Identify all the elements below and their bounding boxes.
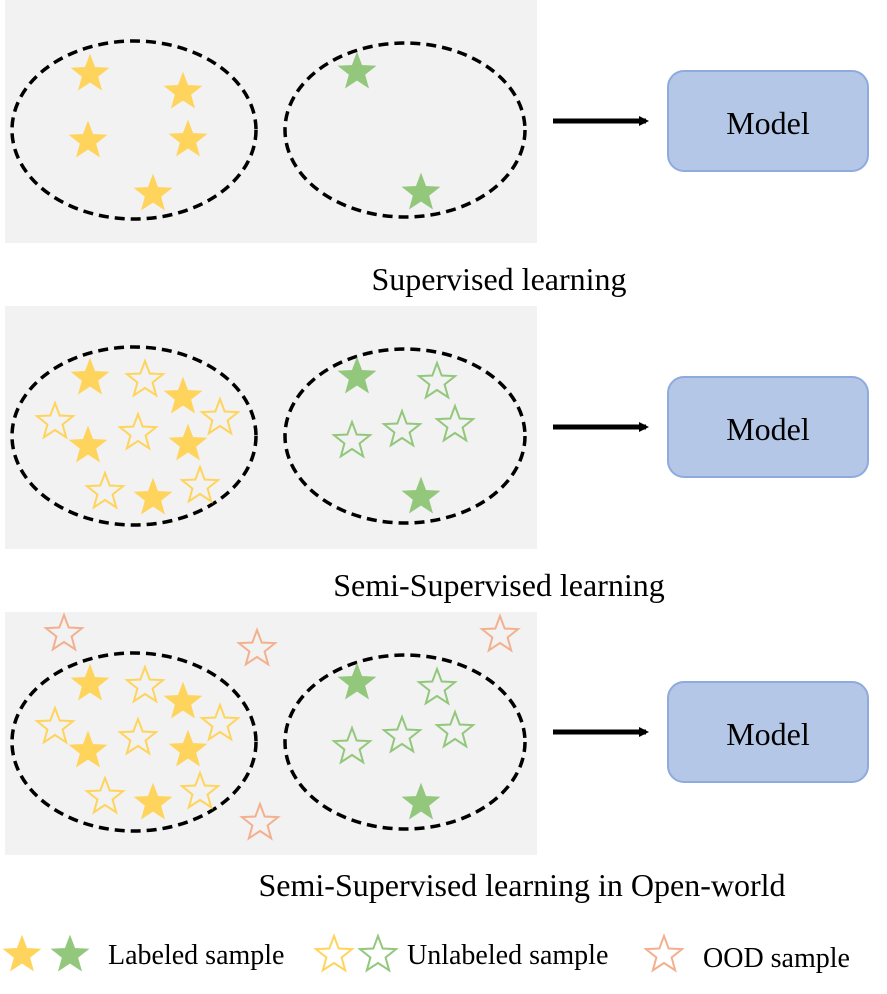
labeled-star-class-b xyxy=(337,356,377,394)
class-b-cluster xyxy=(283,653,527,831)
labeled-star-class-a xyxy=(68,120,108,158)
stars-layer xyxy=(68,51,441,211)
class-b-cluster xyxy=(283,347,527,525)
unlabeled-star-class-b xyxy=(416,666,458,706)
stars-layer xyxy=(34,612,521,841)
unlabeled-star-class-b xyxy=(381,408,423,448)
ood-star xyxy=(479,613,521,653)
unlabeled-star-class-a xyxy=(179,770,221,810)
labeled-star-class-b xyxy=(337,662,377,700)
labeled-star-class-a xyxy=(133,173,173,211)
unlabeled-star-class-a xyxy=(84,775,126,815)
class-a-cluster xyxy=(10,39,258,221)
class-b-cluster xyxy=(283,41,527,219)
labeled-star-class-a xyxy=(68,425,108,463)
panel-caption: Semi-Supervised learning in Open-world xyxy=(259,867,786,903)
legend: Labeled sample Unlabeled sample OOD samp… xyxy=(2,933,850,974)
legend-unlabeled-star-yellow xyxy=(313,933,355,973)
unlabeled-star-class-a xyxy=(117,716,159,756)
labeled-star-class-a xyxy=(70,357,110,395)
legend-labeled-star-yellow xyxy=(2,934,42,972)
unlabeled-star-class-a xyxy=(179,464,221,504)
labeled-star-class-a xyxy=(70,53,110,91)
unlabeled-star-class-a xyxy=(117,411,159,451)
panel-semi-supervised: Model Semi-Supervised learning xyxy=(5,306,869,603)
labeled-star-class-a xyxy=(133,782,173,820)
legend-ood-label: OOD sample xyxy=(703,943,850,974)
legend-labeled-label: Labeled sample xyxy=(108,940,284,971)
ood-star xyxy=(239,801,281,841)
panel-caption: Semi-Supervised learning xyxy=(333,567,664,603)
unlabeled-star-class-a xyxy=(84,470,126,510)
labeled-star-class-a xyxy=(163,71,203,109)
labeled-star-class-b xyxy=(401,172,441,210)
labeled-star-class-a xyxy=(133,477,173,515)
panel-background xyxy=(5,612,537,855)
labeled-star-class-a xyxy=(163,376,203,414)
unlabeled-star-class-a xyxy=(124,664,166,704)
unlabeled-star-class-b xyxy=(434,403,476,443)
panel-background xyxy=(5,0,537,243)
class-a-cluster xyxy=(10,651,258,833)
legend-labeled-star-green xyxy=(50,934,90,972)
labeled-star-class-b xyxy=(401,476,441,514)
unlabeled-star-class-b xyxy=(416,360,458,400)
unlabeled-star-class-b xyxy=(331,419,373,459)
unlabeled-star-class-b xyxy=(434,709,476,749)
unlabeled-star-class-a xyxy=(34,705,76,745)
panel-supervised: Model Supervised learning xyxy=(5,0,869,297)
legend-ood-star xyxy=(643,933,685,973)
ood-star xyxy=(43,612,85,652)
stars-layer xyxy=(34,356,476,515)
labeled-star-class-a xyxy=(168,423,208,461)
model-label: Model xyxy=(726,411,810,447)
model-label: Model xyxy=(726,105,810,141)
model-box xyxy=(667,70,869,172)
labeled-star-class-a xyxy=(68,730,108,768)
class-a-cluster xyxy=(10,345,258,527)
unlabeled-star-class-b xyxy=(381,714,423,754)
labeled-star-class-a xyxy=(163,681,203,719)
unlabeled-star-class-a xyxy=(34,400,76,440)
labeled-star-class-a xyxy=(168,119,208,157)
unlabeled-star-class-b xyxy=(331,725,373,765)
legend-unlabeled-star-green xyxy=(357,933,399,973)
model-box xyxy=(667,681,869,783)
ood-star xyxy=(236,627,278,667)
labeled-star-class-a xyxy=(168,729,208,767)
labeled-star-class-a xyxy=(70,663,110,701)
legend-unlabeled-label: Unlabeled sample xyxy=(407,940,608,971)
legend-stars xyxy=(2,933,685,973)
model-box xyxy=(667,376,869,478)
labeled-star-class-b xyxy=(401,782,441,820)
unlabeled-star-class-a xyxy=(199,702,241,742)
panel-open-world: Model Semi-Supervised learning in Open-w… xyxy=(5,612,869,903)
labeled-star-class-b xyxy=(337,51,377,89)
panel-background xyxy=(5,306,537,549)
panel-caption: Supervised learning xyxy=(371,261,626,297)
unlabeled-star-class-a xyxy=(199,396,241,436)
unlabeled-star-class-a xyxy=(124,358,166,398)
model-label: Model xyxy=(726,716,810,752)
